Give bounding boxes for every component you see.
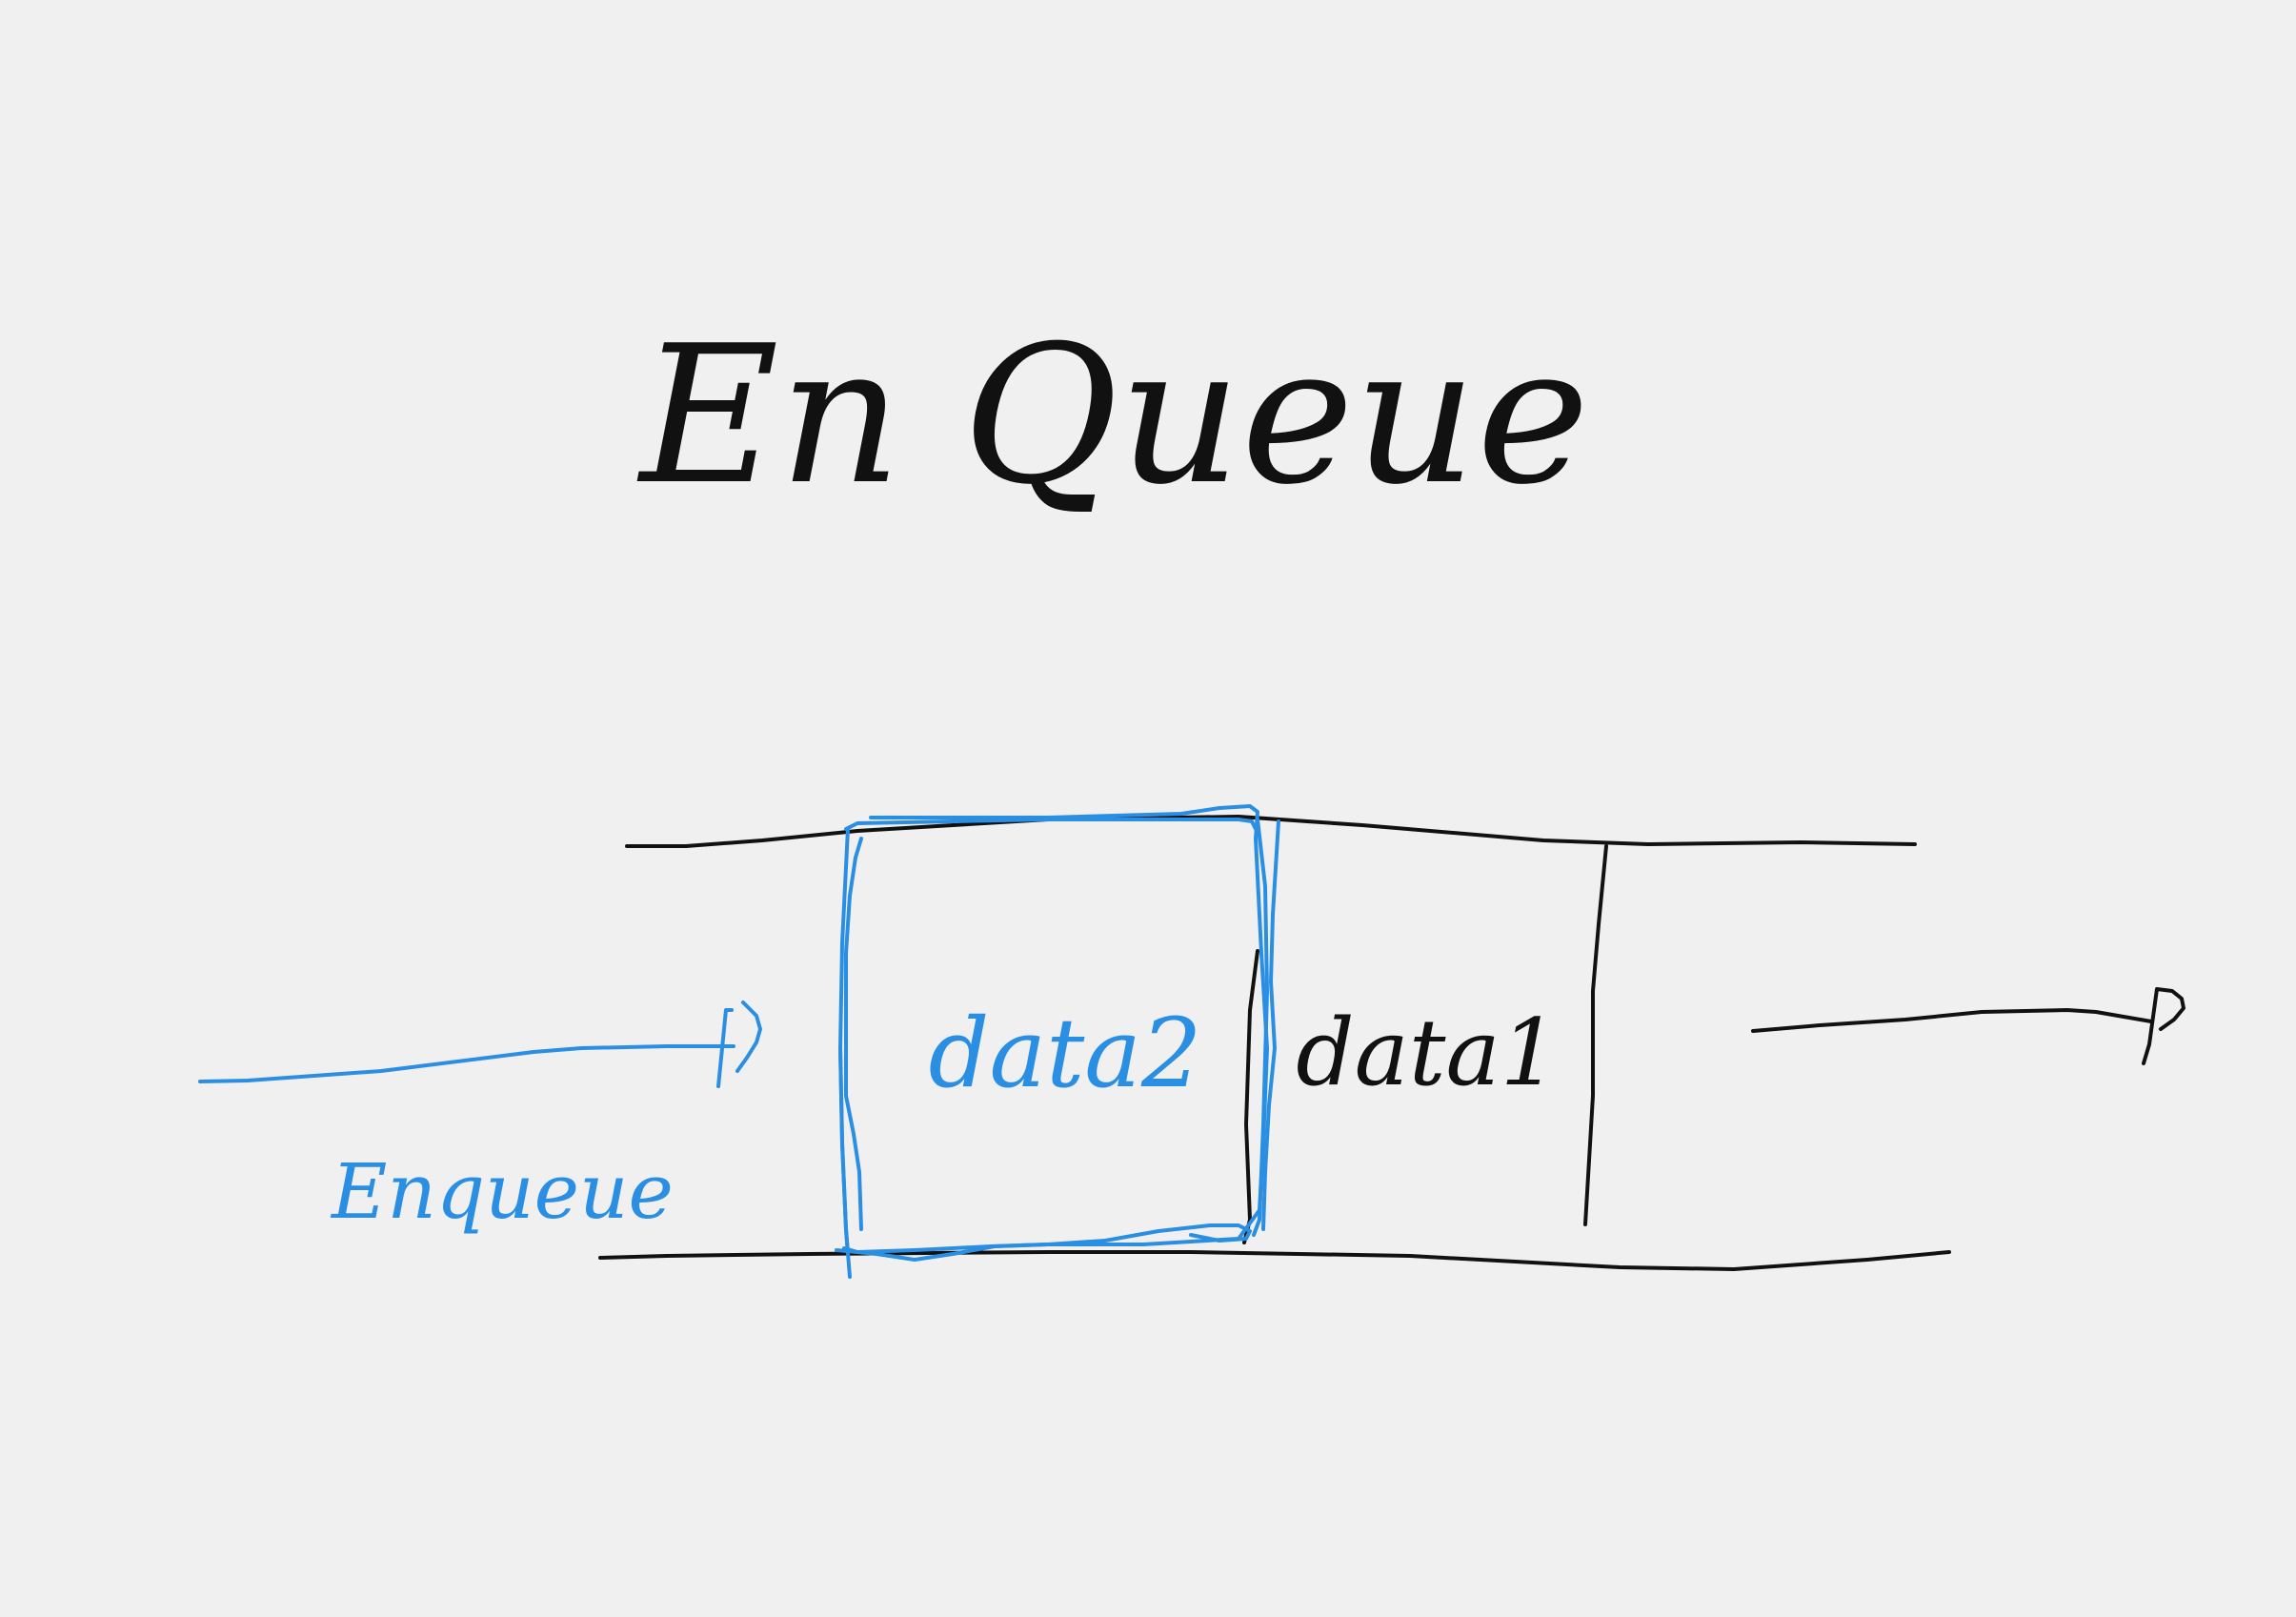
queue-cell-divider [1583,844,1608,1226]
dequeue-arrow-head [2142,987,2185,1065]
new-element-box-right-2 [1252,818,1269,1237]
enqueue-arrow [198,1044,735,1083]
queue-slot-divider [1242,949,1259,1244]
enqueue-label: Enqueue [330,1147,674,1236]
diagram-title: En Queue [636,305,1590,527]
enqueue-arrow-head [716,1008,734,1088]
enqueue-arrow-head-tip [735,1001,762,1073]
new-element-box-left-2 [844,837,863,1231]
new-element-box-bottom [835,1223,1252,1262]
new-element-box-right [1261,819,1280,1231]
new-element-box-stroke-2 [844,818,1258,831]
dequeue-arrow [1751,1008,2153,1033]
queue-top-rail [625,815,1917,848]
existing-element-label: data1 [1296,1000,1559,1106]
new-element-label: data2 [928,998,1201,1109]
queue-bottom-rail [598,1250,1951,1271]
